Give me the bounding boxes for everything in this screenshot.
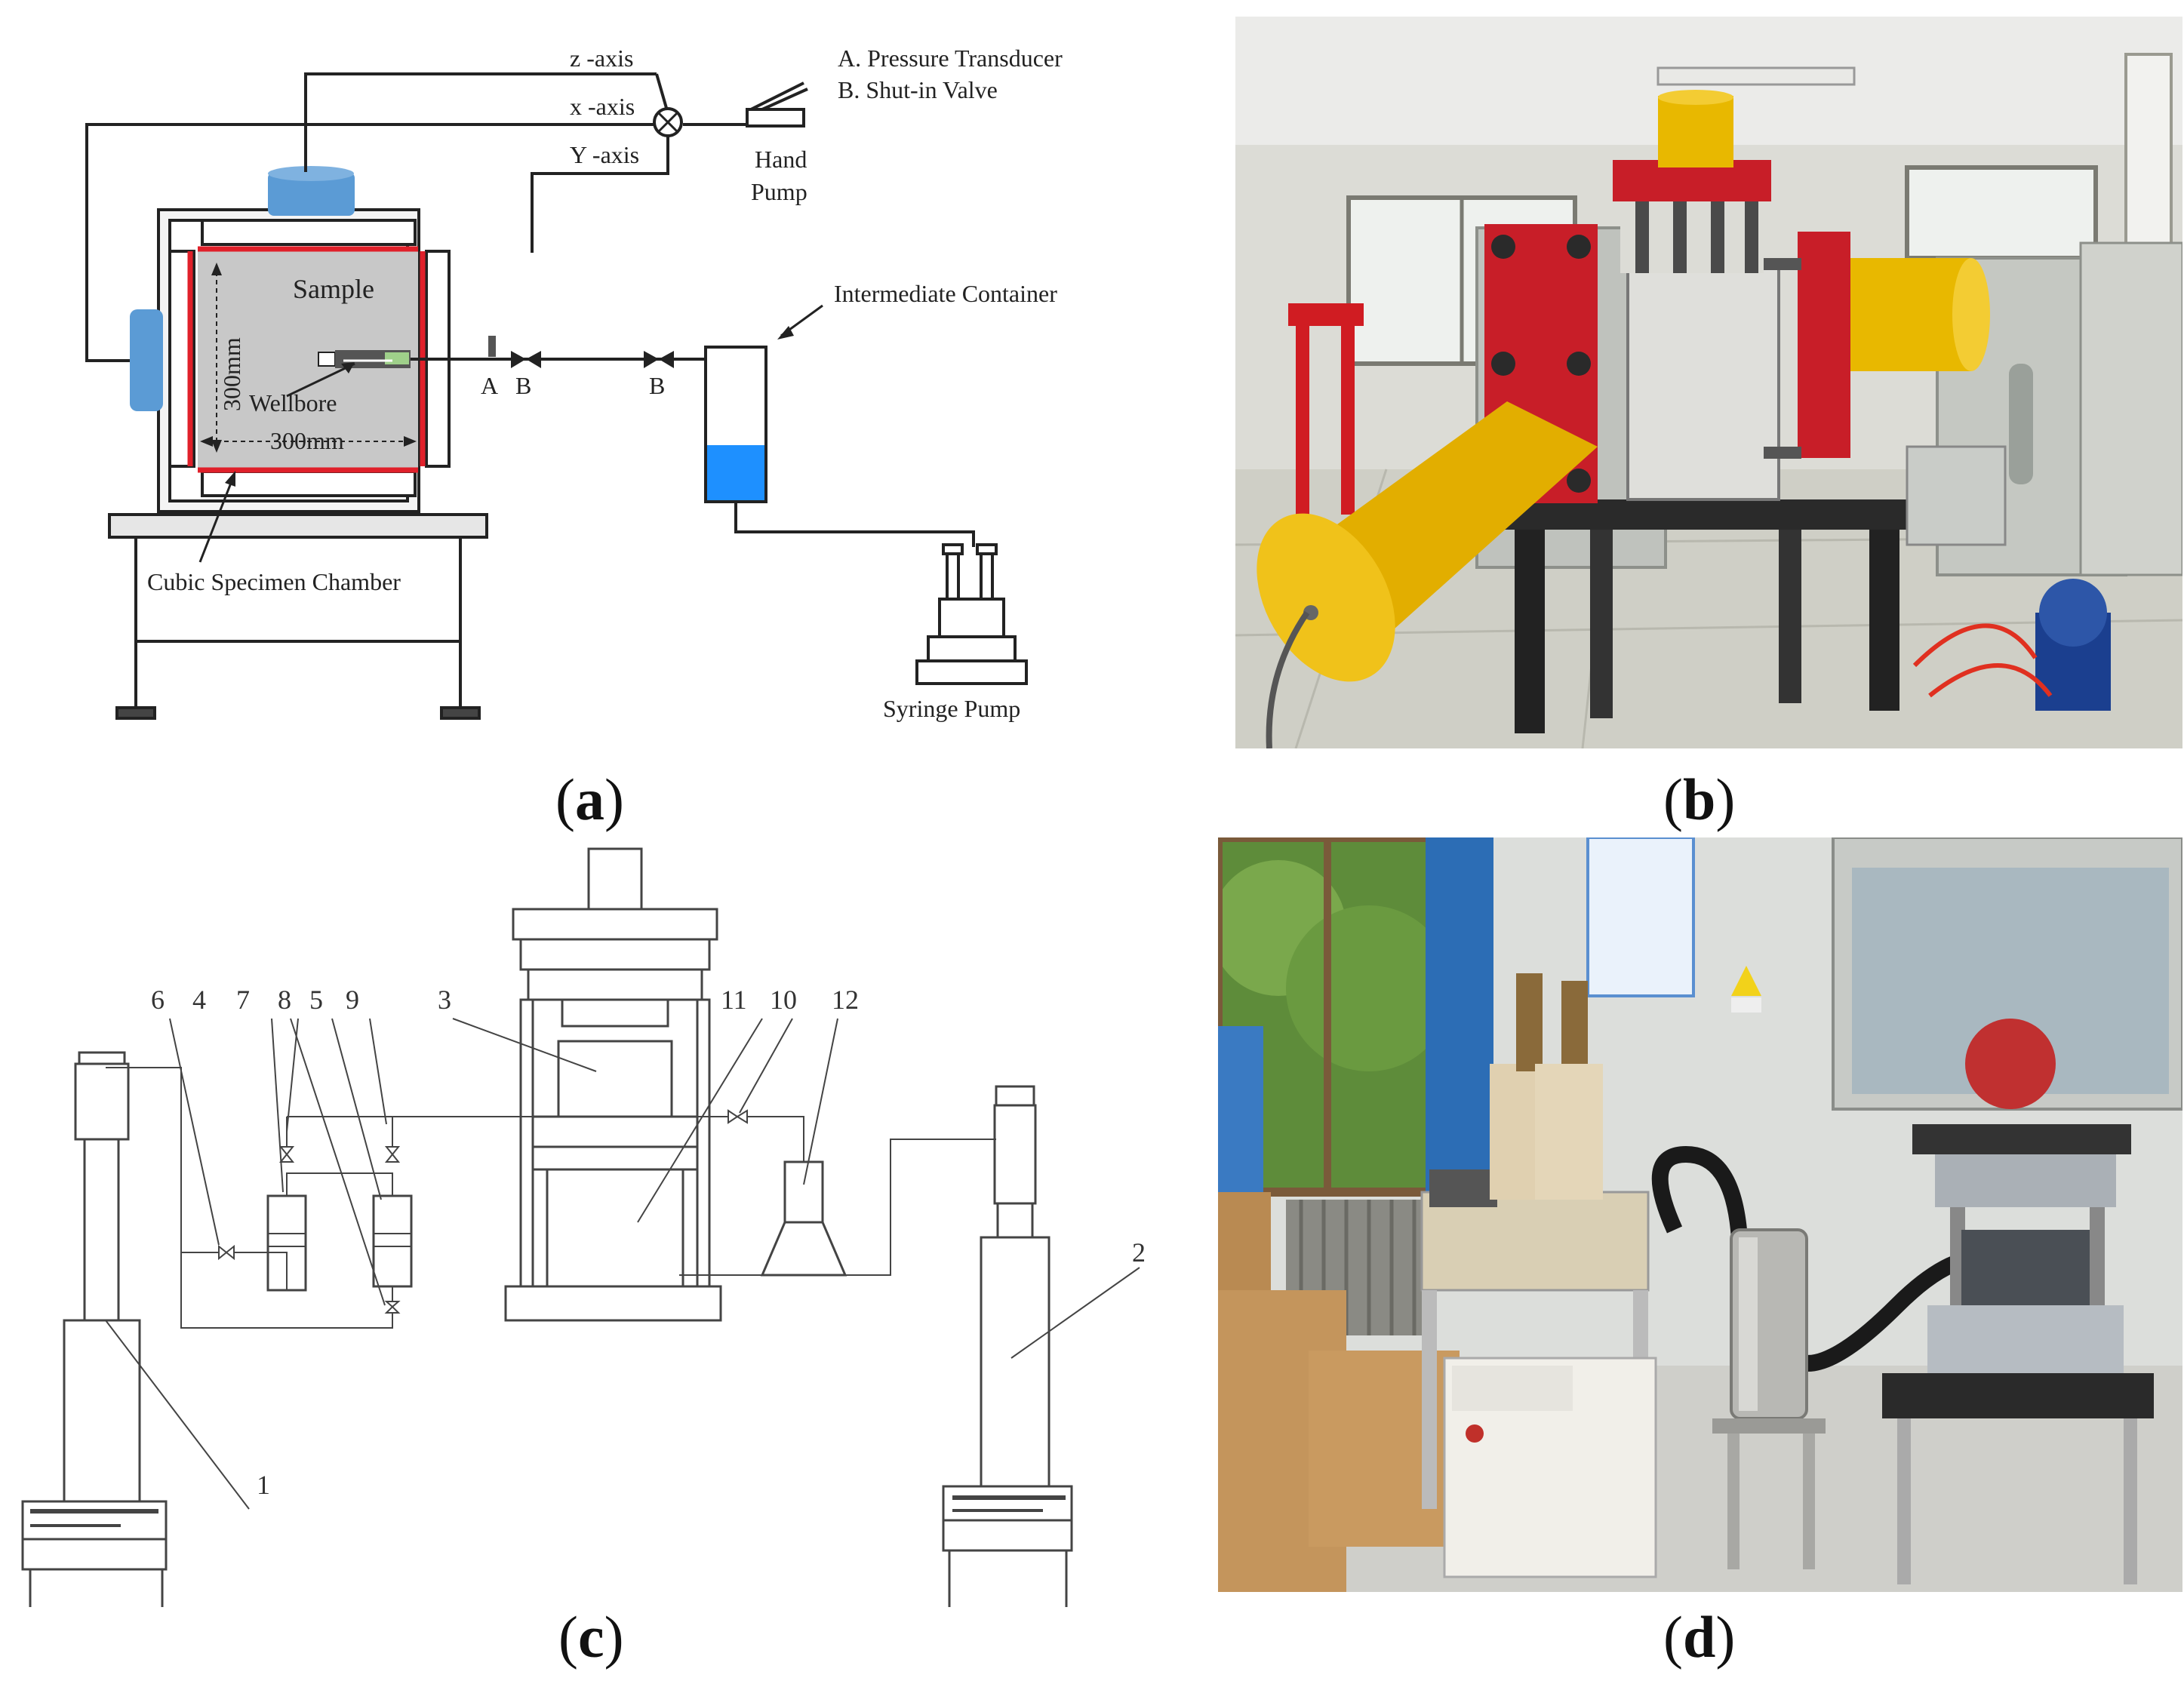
valve-b-label-2: B xyxy=(649,372,665,399)
label-9: 9 xyxy=(346,985,359,1015)
hand-pump-icon xyxy=(746,81,808,128)
label-10: 10 xyxy=(770,985,797,1015)
label-3: 3 xyxy=(438,985,451,1015)
caption-b: (b) xyxy=(1663,767,1736,832)
label-7: 7 xyxy=(236,985,250,1015)
caption-c: (c) xyxy=(558,1604,624,1670)
y-axis-label: Y -axis xyxy=(570,141,639,168)
hand-pump-label-2: Pump xyxy=(751,178,807,205)
dim-vertical-label: 300mm xyxy=(218,337,245,411)
valve-b-label-1: B xyxy=(515,372,531,399)
label-11: 11 xyxy=(721,985,747,1015)
chamber-label: Cubic Specimen Chamber xyxy=(147,568,401,595)
panel-a-schematic: z -axis x -axis Y -axis A. Pressure Tran… xyxy=(85,45,1063,722)
panel-b-photo xyxy=(1235,17,2182,748)
hand-pump-label-1: Hand xyxy=(755,146,807,173)
wellbore-label: Wellbore xyxy=(249,389,337,416)
caption-a: (a) xyxy=(555,767,624,832)
caption-d: (d) xyxy=(1663,1604,1736,1670)
dim-horizontal-label: 300mm xyxy=(270,427,344,454)
z-axis-label: z -axis xyxy=(570,45,633,72)
label-8: 8 xyxy=(278,985,291,1015)
panel-c-schematic: 6 4 7 8 5 9 3 11 10 12 2 1 xyxy=(21,847,1146,1607)
label-6: 6 xyxy=(151,985,165,1015)
syringe-pump-icon xyxy=(915,543,1028,685)
transducer-a-label: A xyxy=(481,372,498,399)
label-1: 1 xyxy=(257,1470,270,1500)
z-actuator xyxy=(268,172,355,216)
x-actuator xyxy=(130,309,163,411)
sample-label: Sample xyxy=(293,274,374,304)
label-5: 5 xyxy=(309,985,323,1015)
x-axis-label: x -axis xyxy=(570,93,635,120)
panel-d-photo xyxy=(1218,837,2182,1592)
legend-shut-in-valve: B. Shut-in Valve xyxy=(838,76,998,103)
intermediate-container-label: Intermediate Container xyxy=(834,280,1057,307)
shut-in-valve-icon xyxy=(511,351,674,368)
label-2: 2 xyxy=(1132,1237,1146,1268)
syringe-pump-label: Syringe Pump xyxy=(883,695,1020,722)
label-12: 12 xyxy=(832,985,859,1015)
legend-pressure-transducer: A. Pressure Transducer xyxy=(838,45,1063,72)
label-4: 4 xyxy=(192,985,206,1015)
